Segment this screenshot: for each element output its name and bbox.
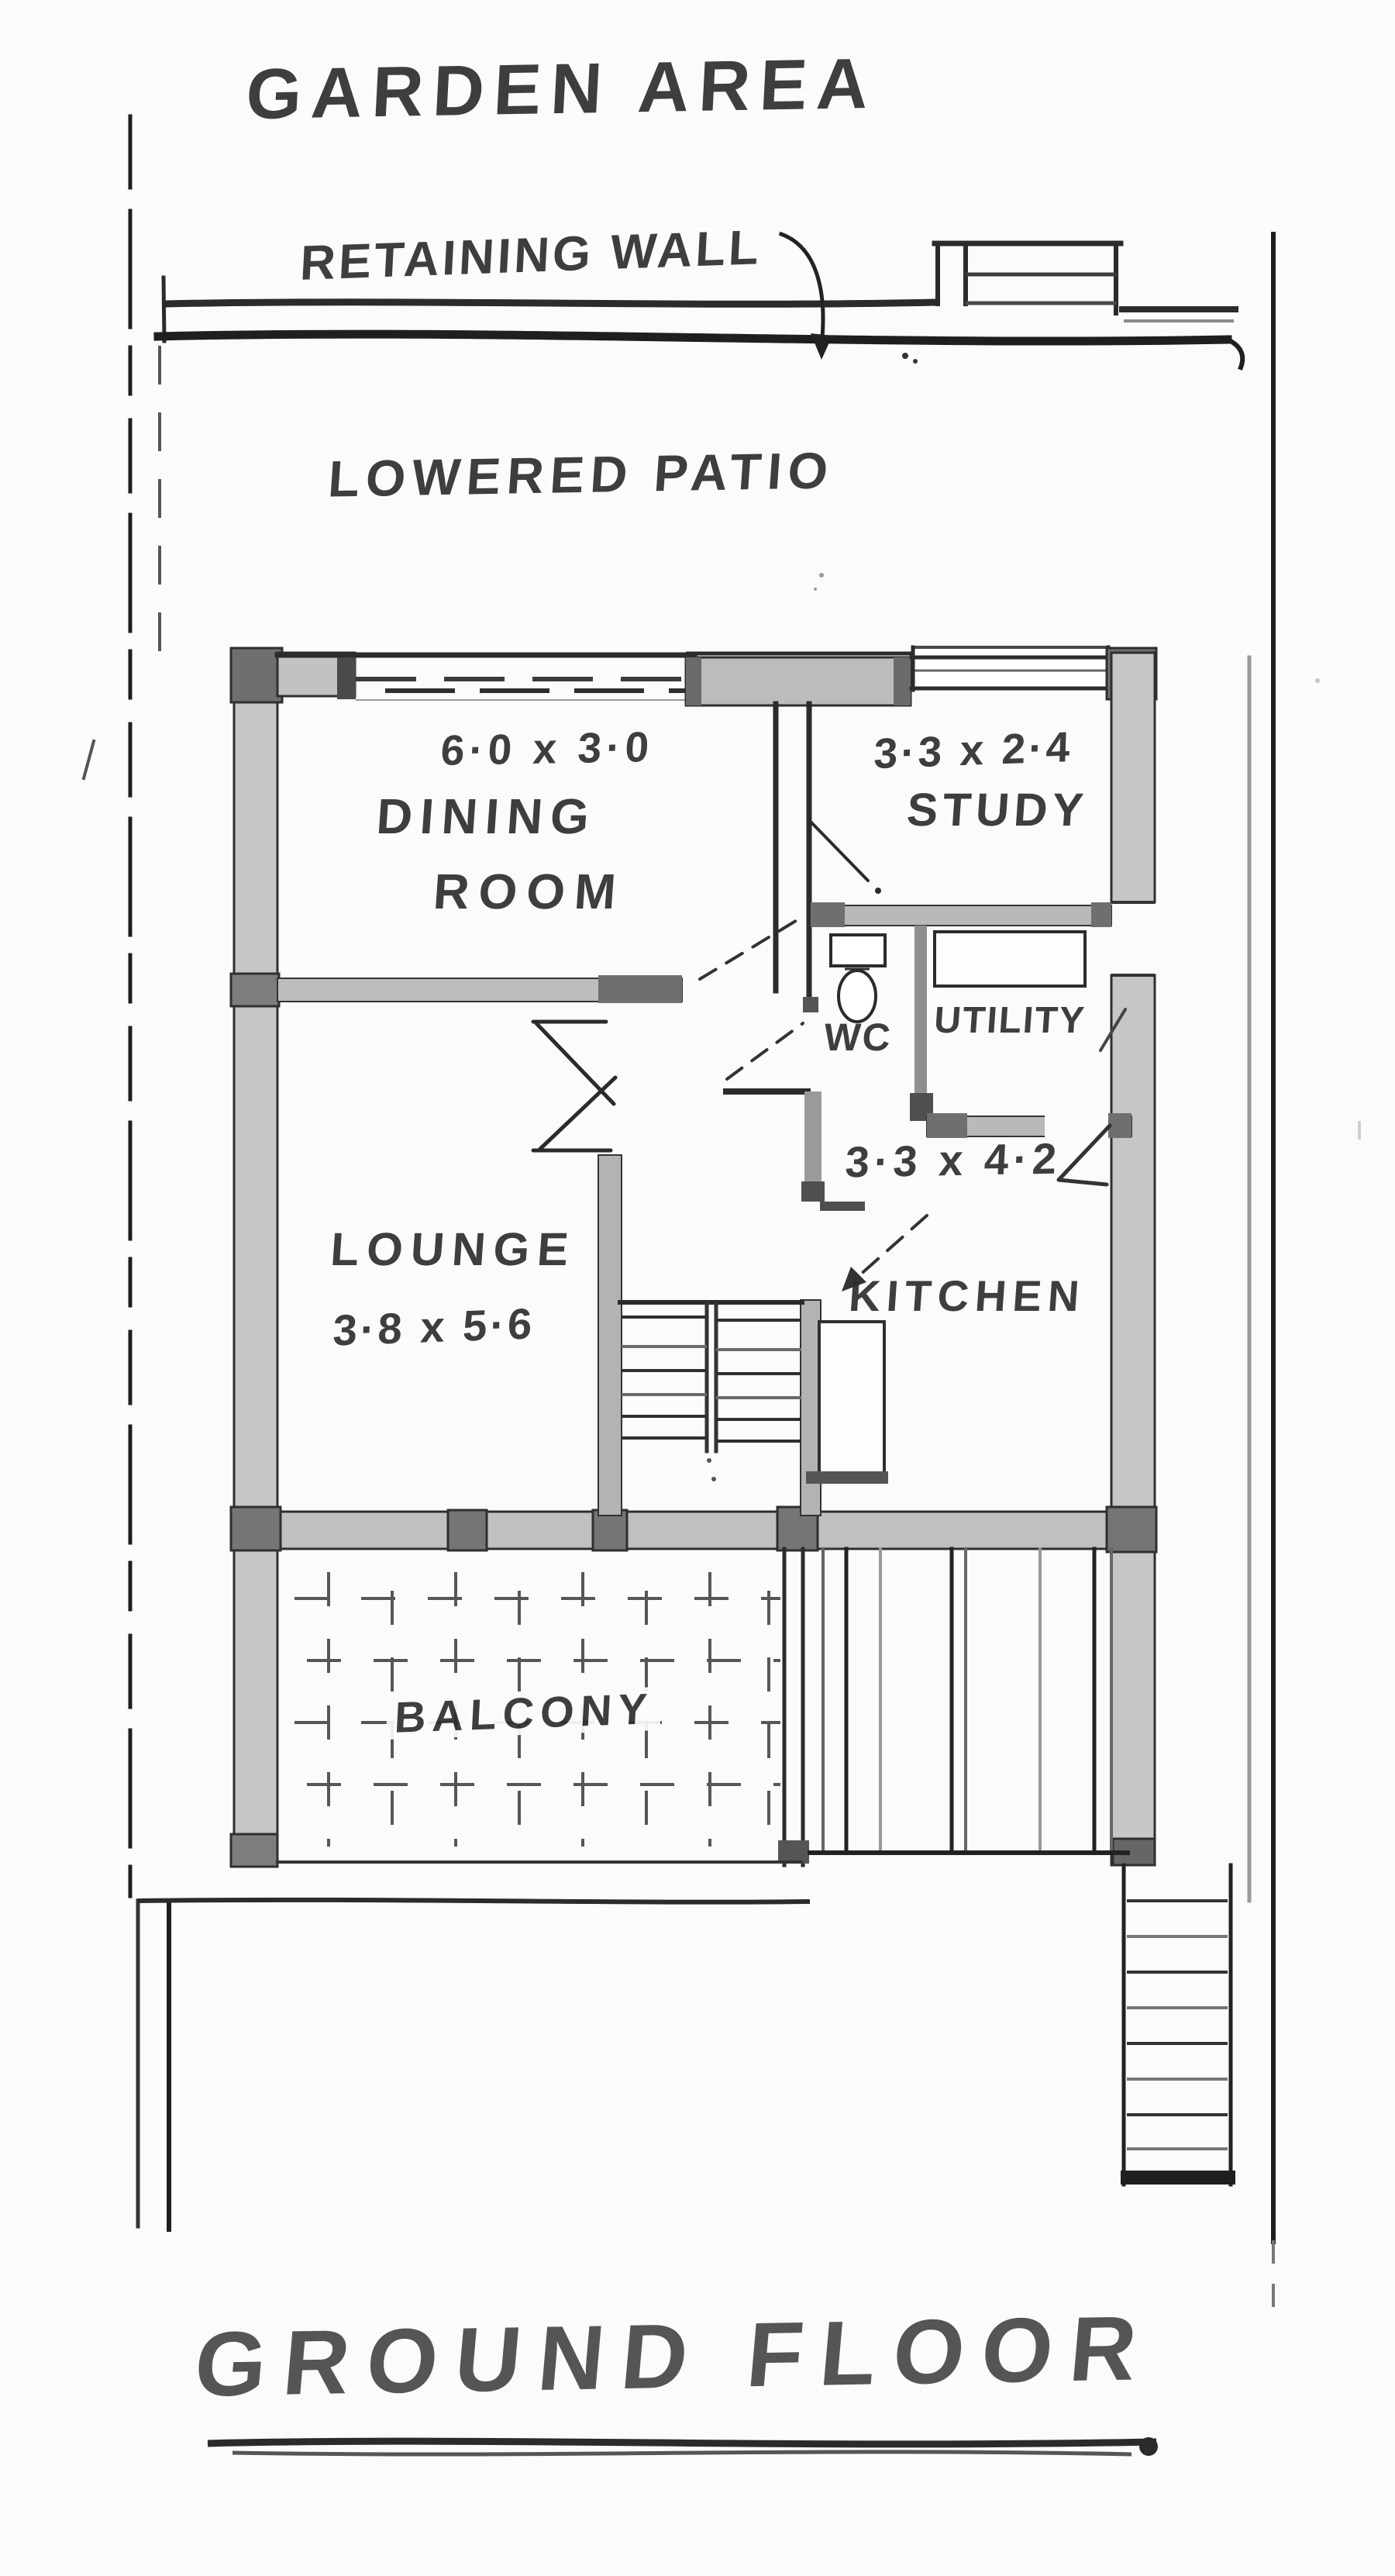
dining-room-label-line1: DINING: [374, 788, 599, 844]
study-bottom-wall-block-right: [1091, 902, 1111, 927]
stair-treads-right: [716, 1319, 801, 1443]
balcony-right-foot: [778, 1840, 809, 1864]
building-outer-walls: [229, 645, 1158, 1868]
kitchen-label: KITCHEN: [847, 1271, 1087, 1320]
door-swings: [531, 820, 1127, 1291]
utility-label: UTILITY: [932, 1000, 1087, 1041]
hall-wall: [773, 701, 818, 1012]
kitchen-dims-label: 3·3 x 4·2: [844, 1133, 1063, 1187]
ground-line: [136, 1897, 811, 1905]
exterior-stair-bottom-bar: [1121, 2171, 1235, 2185]
retaining-wall-lower-line: [153, 329, 1232, 346]
left-wall-pier-mid: [229, 972, 281, 1008]
pencil-dot: [902, 353, 908, 359]
balcony-area: [136, 1547, 811, 1905]
study-bottom-wall: [810, 905, 1112, 926]
ground-floor-title: GROUND FLOOR: [191, 2297, 1158, 2416]
bottom-wall-pier: [1105, 1505, 1158, 1554]
balcony-label: BALCONY: [385, 1684, 663, 1742]
utility-door-foot: [1056, 1178, 1109, 1187]
kitchen-door-swing: [843, 1214, 928, 1290]
kitchen-door-foot: [801, 1181, 825, 1202]
dining-room-label-line2: ROOM: [431, 864, 628, 919]
lounge-label: LOUNGE: [329, 1223, 578, 1275]
retaining-wall-arrowhead: [811, 333, 832, 360]
site-boundaries: [81, 114, 1276, 2318]
bottom-wall-pier: [591, 1509, 629, 1552]
kitchen-door-arrowhead: [842, 1267, 866, 1291]
study-dims-label: 3·3 x 2·4: [873, 722, 1074, 778]
exterior-staircase: [1121, 1863, 1235, 2187]
utility-appliance: [933, 930, 1087, 988]
utility-door-leaf: [1056, 1123, 1112, 1182]
lounge-dims-label: 3·8 x 5·6: [332, 1298, 536, 1355]
study-door-dot: [875, 888, 881, 894]
kitchen-door-jamb-bar: [820, 1202, 865, 1211]
dining-bottom-wall-dark-block: [598, 975, 682, 1003]
lowered-patio-label: LOWERED PATIO: [326, 441, 836, 508]
exterior-stair-treads: [1127, 1899, 1228, 2150]
retaining-wall-right-hook: [1224, 336, 1245, 371]
right-wall-upper: [1110, 651, 1156, 904]
scan-smudges: [814, 573, 1361, 1140]
kitchen-left-wall-stub: [804, 1091, 822, 1202]
top-left-corner-block: [229, 647, 284, 704]
bottom-wall-pier: [446, 1509, 488, 1552]
garden-area-label: GARDEN AREA: [244, 43, 880, 135]
wc-door-swing-b: [725, 1022, 804, 1081]
wc-door-swing-a: [698, 918, 800, 981]
left-tick-mark: [81, 739, 96, 781]
dining-dims-label: 6·0 x 3·0: [439, 722, 655, 774]
retaining-wall-steps: [932, 240, 1124, 316]
front-porch: [684, 651, 912, 707]
right-wall-door-tick: [1099, 1008, 1127, 1052]
kitchen-counter: [806, 1320, 888, 1484]
retaining-wall-upper-line: [162, 298, 939, 308]
wc-utility-divider: [914, 926, 927, 1121]
retaining-wall: [153, 231, 1245, 371]
pencil-dot: [913, 359, 918, 364]
left-wall: [232, 651, 279, 1867]
wc-label: WC: [822, 1016, 894, 1059]
retaining-wall-arrow: [778, 231, 825, 348]
fixtures: [806, 930, 1087, 1484]
study-window: [909, 645, 1112, 692]
utility-bottom-block-right: [1108, 1113, 1132, 1138]
bottom-wall: [276, 1510, 1113, 1550]
bottom-wall-pier: [229, 1505, 282, 1552]
utility-bottom-block-left: [927, 1113, 967, 1138]
study-bottom-wall-block-left: [811, 902, 845, 927]
staircase: [618, 1300, 804, 1481]
title-underline: [207, 2437, 1158, 2457]
study-door-leaf: [809, 820, 870, 882]
lounge-door-swing: [531, 1019, 618, 1153]
right-wall-lower: [1110, 974, 1156, 1867]
toilet-icon: [829, 933, 887, 1023]
side-decking: [808, 1547, 1130, 1855]
lounge-stair-wall: [598, 1154, 622, 1516]
study-label: STUDY: [905, 784, 1090, 836]
stair-treads-left: [622, 1316, 707, 1440]
left-wall-pier-balcony: [229, 1833, 279, 1868]
dining-window: [274, 652, 710, 701]
